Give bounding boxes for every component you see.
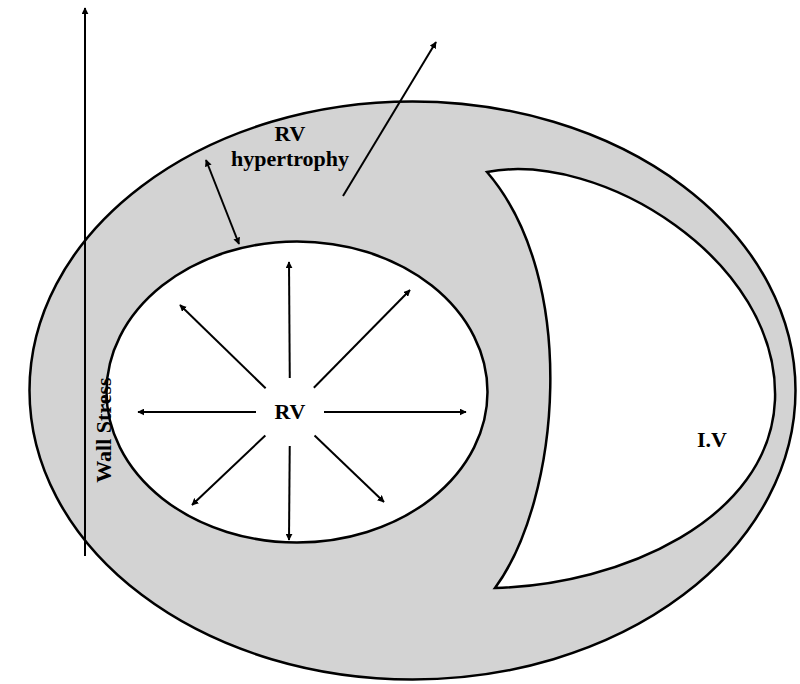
- text-holder: RV hypertrophy: [215, 121, 365, 172]
- axis-label: Wall Stress: [91, 377, 116, 482]
- label-holder: Wall Stress: [91, 377, 116, 482]
- pressure-arrow: [138, 411, 256, 413]
- node-label: RV hypertrophy: [215, 121, 365, 172]
- lv-cavity: I.V: [487, 165, 778, 590]
- ventricle-wall: RV hypertrophyRV I.V: [28, 100, 797, 681]
- rv-cavity: RV: [105, 240, 489, 544]
- lv-cavity-outline: [487, 165, 778, 590]
- text-holder: RV: [260, 399, 320, 424]
- ventricle-wall-outline: [28, 100, 797, 681]
- ventricle-wall-shape: [30, 102, 796, 680]
- rv-cavity-outline: [105, 240, 489, 544]
- wall-stress-arrow: [84, 8, 86, 556]
- rv-cavity-shape: [107, 242, 488, 543]
- node-label: RV: [260, 399, 320, 424]
- lv-cavity-shape: [487, 169, 775, 588]
- text-holder: I.V: [682, 427, 742, 452]
- node-label: I.V: [682, 427, 742, 452]
- pressure-arrow: [324, 411, 466, 413]
